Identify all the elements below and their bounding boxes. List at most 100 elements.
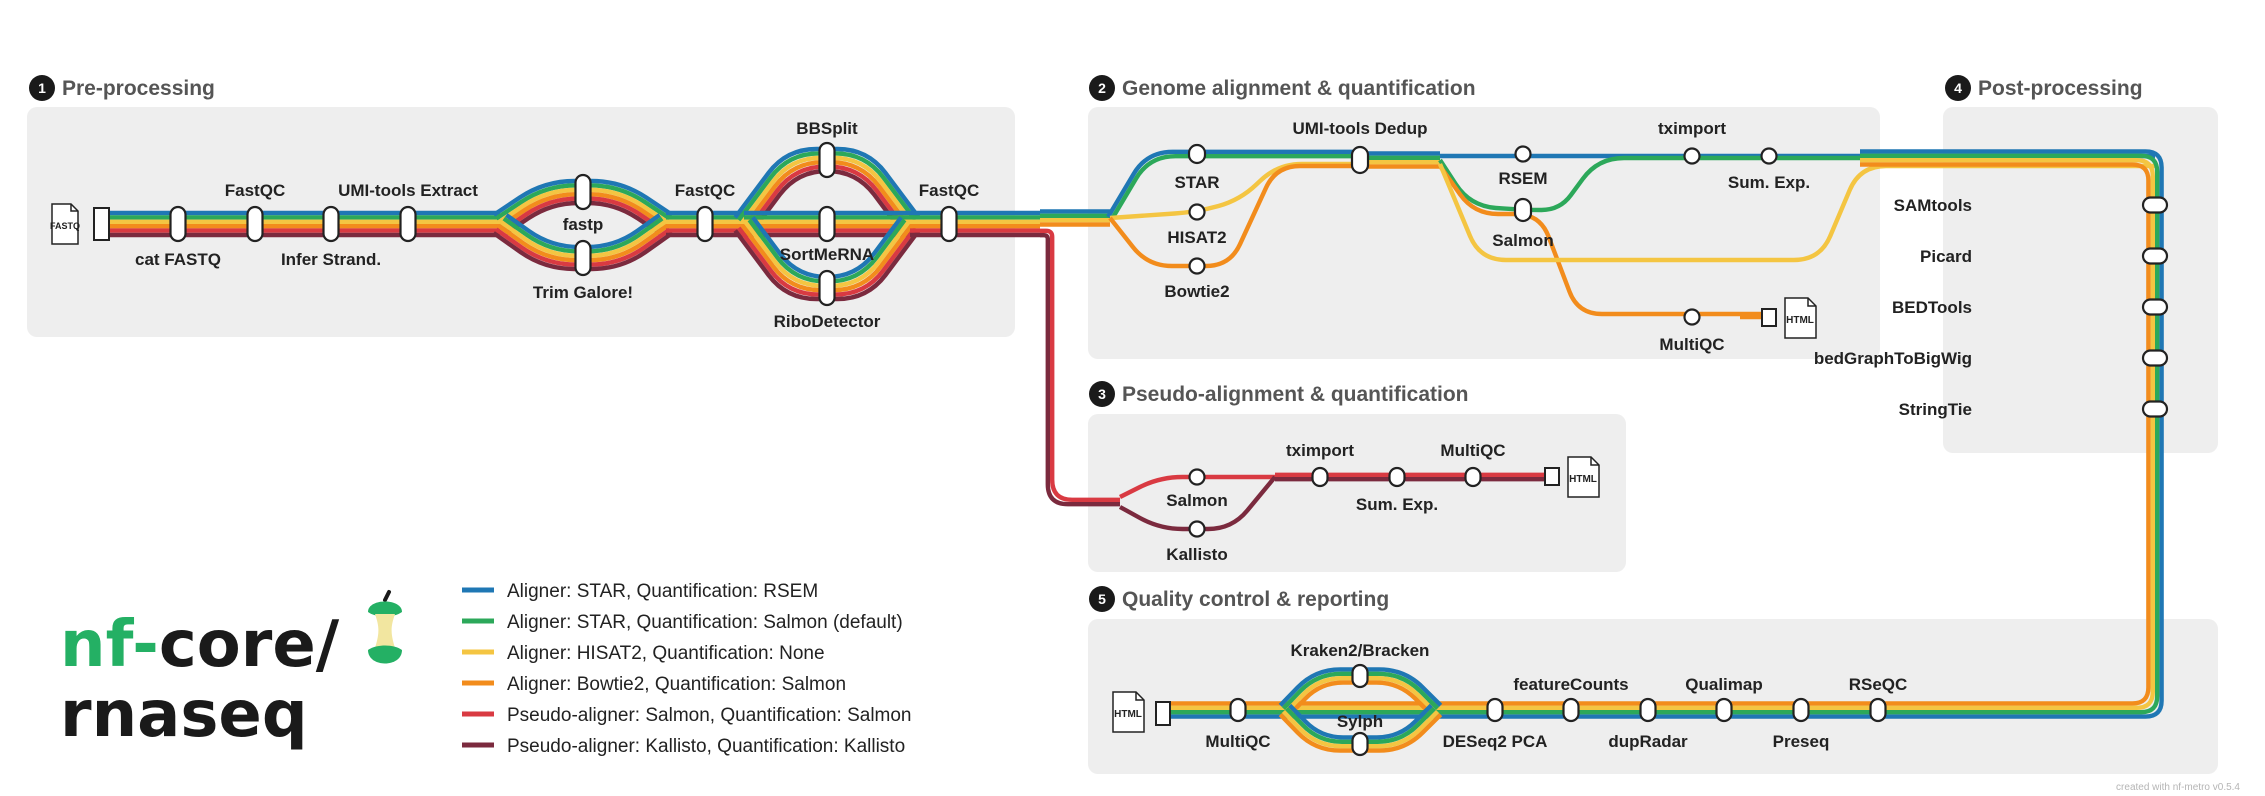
station-label: Qualimap bbox=[1685, 675, 1762, 694]
station-marker[interactable] bbox=[2141, 349, 2169, 367]
preproc-trunk-line bbox=[109, 210, 500, 238]
station-label: STAR bbox=[1174, 173, 1219, 192]
logo-text-line1: nf-core/ bbox=[60, 608, 340, 682]
metro-line-segment bbox=[1110, 154, 1360, 221]
station-label: Kallisto bbox=[1166, 545, 1227, 564]
star-line bbox=[1106, 149, 1360, 221]
station-marker[interactable] bbox=[1311, 466, 1329, 488]
section-title-5: 5 Quality control & reporting bbox=[1089, 586, 1389, 612]
station-marker[interactable] bbox=[399, 205, 417, 243]
station-marker[interactable] bbox=[1350, 145, 1370, 175]
station-label: Trim Galore! bbox=[533, 283, 633, 302]
station-marker[interactable] bbox=[1715, 697, 1733, 723]
section-title: Pre-processing bbox=[62, 77, 215, 100]
station-label: RiboDetector bbox=[774, 312, 881, 331]
metro-line-segment bbox=[1162, 158, 2155, 710]
legend-item: Aligner: STAR, Quantification: Salmon (d… bbox=[462, 612, 903, 633]
station-label: cat FASTQ bbox=[135, 250, 221, 269]
station-marker[interactable] bbox=[818, 205, 836, 243]
apple-core-icon bbox=[368, 590, 402, 664]
station-marker[interactable] bbox=[1229, 697, 1247, 723]
station-marker[interactable] bbox=[2141, 196, 2169, 214]
station-marker[interactable] bbox=[1464, 466, 1482, 488]
station-marker[interactable] bbox=[1562, 697, 1580, 723]
legend-item: Aligner: Bowtie2, Quantification: Salmon bbox=[462, 674, 846, 695]
station-marker[interactable] bbox=[1486, 697, 1504, 723]
station-marker[interactable] bbox=[940, 205, 958, 243]
station-marker[interactable] bbox=[696, 205, 714, 243]
station-marker[interactable] bbox=[1188, 520, 1206, 538]
metro-line-segment bbox=[1438, 164, 1762, 317]
station-marker[interactable] bbox=[1187, 143, 1207, 165]
logo-text-line2: rnaseq bbox=[60, 678, 308, 752]
station-label: MultiQC bbox=[1205, 732, 1270, 751]
metro-line-segment bbox=[1162, 162, 2151, 706]
html-file-icon: HTML bbox=[1544, 456, 1600, 498]
station-marker[interactable] bbox=[1869, 697, 1887, 723]
legend-item: Aligner: STAR, Quantification: RSEM bbox=[462, 581, 818, 602]
station-marker[interactable] bbox=[1514, 145, 1532, 163]
legend-label: Aligner: STAR, Quantification: Salmon (d… bbox=[507, 612, 903, 633]
section-title: Post-processing bbox=[1978, 77, 2143, 100]
station-label: Salmon bbox=[1492, 231, 1553, 250]
station-marker[interactable] bbox=[818, 269, 836, 307]
genome-feed-line bbox=[1040, 209, 1110, 227]
station-label: HISAT2 bbox=[1167, 228, 1226, 247]
station-marker[interactable] bbox=[1351, 731, 1369, 757]
umi-dedup-line bbox=[1360, 151, 1440, 169]
legend-item: Aligner: HISAT2, Quantification: None bbox=[462, 643, 825, 664]
station-marker[interactable] bbox=[1639, 697, 1657, 723]
station-marker[interactable] bbox=[1351, 663, 1369, 689]
legend-item: Pseudo-aligner: Kallisto, Quantification… bbox=[462, 736, 905, 757]
nf-core-rnaseq-logo: nf-core/ rnaseq bbox=[60, 590, 402, 752]
legend-label: Aligner: Bowtie2, Quantification: Salmon bbox=[507, 674, 846, 695]
station-label: FastQC bbox=[919, 181, 979, 200]
station-label: FastQC bbox=[675, 181, 735, 200]
station-marker[interactable] bbox=[1760, 147, 1778, 165]
legend-label: Pseudo-aligner: Kallisto, Quantification… bbox=[507, 736, 905, 757]
pseudo-feed-line bbox=[1040, 228, 1120, 507]
html-file-icon: HTML bbox=[1112, 691, 1171, 733]
station-marker[interactable] bbox=[1188, 468, 1206, 486]
station-marker[interactable] bbox=[2141, 400, 2169, 418]
station-marker[interactable] bbox=[818, 141, 836, 179]
station-marker[interactable] bbox=[1513, 197, 1533, 223]
postproc-trunk-line bbox=[1162, 149, 2164, 719]
station-label: Sum. Exp. bbox=[1728, 173, 1810, 192]
station-marker[interactable] bbox=[322, 205, 340, 243]
metro-line-segment bbox=[1106, 149, 1360, 219]
station-marker[interactable] bbox=[169, 205, 187, 243]
station-marker[interactable] bbox=[1683, 147, 1701, 165]
metro-line-segment bbox=[1162, 149, 2164, 719]
legend-item: Pseudo-aligner: Salmon, Quantification: … bbox=[462, 705, 912, 726]
station-marker[interactable] bbox=[574, 173, 592, 211]
station-marker[interactable] bbox=[2141, 298, 2169, 316]
section-number-badge bbox=[1089, 381, 1115, 407]
station-label: featureCounts bbox=[1513, 675, 1628, 694]
station-marker[interactable] bbox=[574, 239, 592, 277]
station-label: SortMeRNA bbox=[780, 245, 874, 264]
station-marker[interactable] bbox=[1388, 466, 1406, 488]
stations bbox=[169, 141, 2169, 757]
input-terminal bbox=[1155, 701, 1171, 726]
section-number: 3 bbox=[1098, 386, 1106, 402]
station-marker[interactable] bbox=[2141, 247, 2169, 265]
section-title-4: 4 Post-processing bbox=[1945, 75, 2143, 101]
station-marker[interactable] bbox=[1188, 203, 1206, 221]
station-label: Picard bbox=[1920, 247, 1972, 266]
bowtie2-line bbox=[1108, 163, 1360, 269]
metro-line-segment bbox=[1040, 228, 1120, 502]
credit-text: created with nf-metro v0.5.4 bbox=[2116, 782, 2240, 793]
station-marker[interactable] bbox=[1792, 697, 1810, 723]
section-pseudo-bg bbox=[1088, 414, 1626, 572]
station-marker[interactable] bbox=[246, 205, 264, 243]
station-label: Preseq bbox=[1773, 732, 1830, 751]
salmon-genome-line bbox=[1438, 155, 1860, 213]
station-marker[interactable] bbox=[1683, 308, 1701, 326]
section-number-badge bbox=[29, 75, 55, 101]
section-number-badge bbox=[1089, 75, 1115, 101]
station-marker[interactable] bbox=[1188, 257, 1206, 275]
fastqc3-trunk-line bbox=[910, 210, 1040, 238]
station-label: BBSplit bbox=[796, 119, 858, 138]
